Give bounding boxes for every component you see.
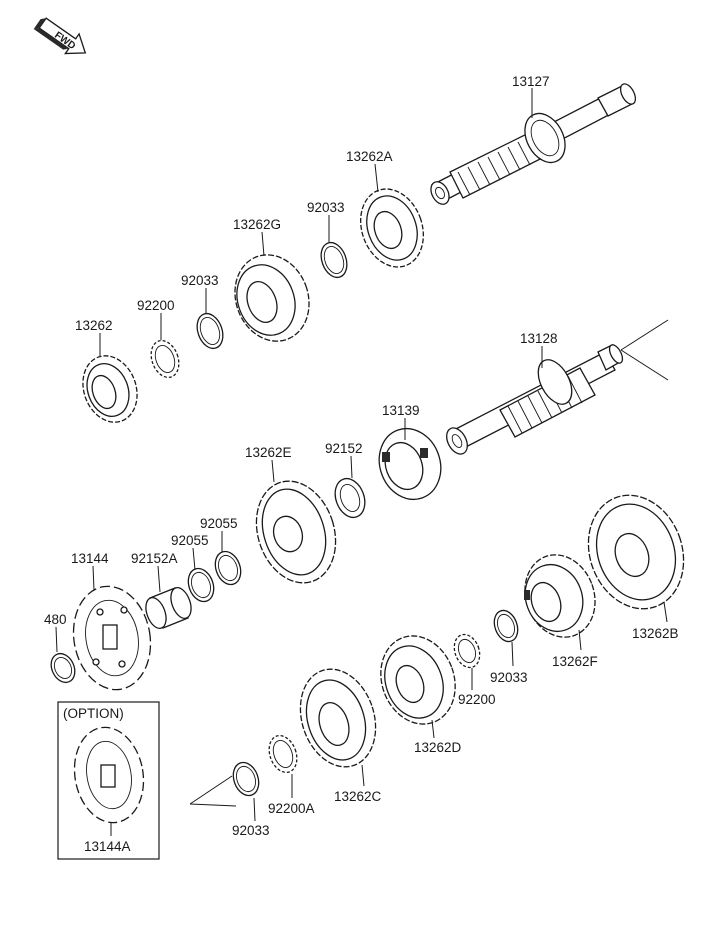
option-label: (OPTION) xyxy=(63,706,124,721)
collar-92152A xyxy=(145,587,192,629)
circlip-92033-upper xyxy=(320,241,348,279)
washer-92200-upper xyxy=(150,339,180,379)
gear-13262G xyxy=(234,254,310,342)
label-13128: 13128 xyxy=(520,331,558,346)
label-13262G: 13262G xyxy=(233,217,281,232)
gear-hub-13139 xyxy=(378,427,442,501)
circlip-92055-right xyxy=(214,550,242,586)
label-92200-upper: 92200 xyxy=(137,298,175,313)
drive-shaft-13128 xyxy=(446,344,624,455)
label-13262F: 13262F xyxy=(552,654,598,669)
label-92152: 92152 xyxy=(325,441,363,456)
circlip-92033-bottom xyxy=(232,761,260,797)
label-13262: 13262 xyxy=(75,318,113,333)
gear-13262B xyxy=(587,494,685,610)
label-92152A: 92152A xyxy=(131,551,178,566)
circlip-480 xyxy=(50,652,76,684)
sprocket-13144 xyxy=(72,585,152,691)
fwd-direction-icon: FWD xyxy=(33,17,87,55)
main-shaft-13127 xyxy=(430,83,637,205)
label-92033-upper: 92033 xyxy=(307,200,345,215)
label-92033-lower-right: 92033 xyxy=(490,670,528,685)
label-13262D: 13262D xyxy=(414,740,462,755)
label-13139: 13139 xyxy=(382,403,420,418)
sprocket-13144A xyxy=(73,726,145,824)
circlip-92033-lower-right xyxy=(493,609,519,643)
gear-13262F xyxy=(524,554,596,638)
label-13262B: 13262B xyxy=(632,626,679,641)
label-480: 480 xyxy=(44,612,67,627)
label-92033-bottom: 92033 xyxy=(232,823,270,838)
gear-13262C xyxy=(299,668,377,768)
circlip-92033-second xyxy=(196,312,224,350)
label-13262A: 13262A xyxy=(346,149,393,164)
label-13144: 13144 xyxy=(71,551,109,566)
label-13144A: 13144A xyxy=(84,839,131,854)
label-13127: 13127 xyxy=(512,74,550,89)
gear-13262E xyxy=(255,480,337,584)
label-92033-second: 92033 xyxy=(181,273,219,288)
gear-13262 xyxy=(82,355,138,423)
label-92200A: 92200A xyxy=(268,801,315,816)
label-92055-right: 92055 xyxy=(200,516,238,531)
label-92200-lower: 92200 xyxy=(458,692,496,707)
washer-92200-lower xyxy=(453,633,481,669)
label-92055-left: 92055 xyxy=(171,533,209,548)
gear-13262A xyxy=(360,188,424,268)
label-13262E: 13262E xyxy=(245,445,292,460)
washer-92200A xyxy=(268,734,298,774)
option-box: (OPTION) 13144A xyxy=(57,701,160,860)
label-13262C: 13262C xyxy=(334,789,382,804)
bushing-92152 xyxy=(334,477,366,519)
gear-13262D xyxy=(380,635,456,725)
